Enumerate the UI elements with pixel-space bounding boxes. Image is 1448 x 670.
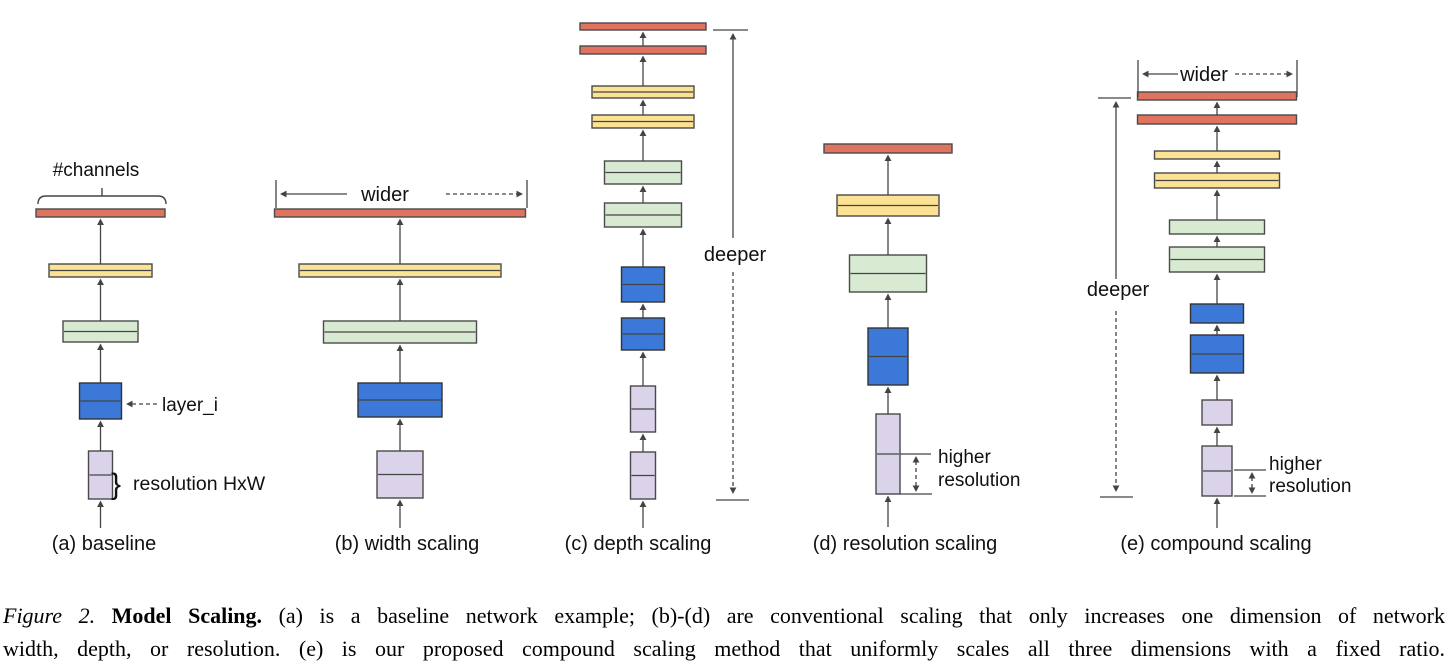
flow-arrowhead <box>396 344 404 351</box>
flow-arrowhead <box>97 420 104 427</box>
diagram-caption-c: (c) depth scaling <box>565 533 712 555</box>
block-blue <box>1189 303 1245 324</box>
deeper-label: deeper <box>704 244 767 266</box>
block-purple <box>1201 399 1233 426</box>
block-red <box>579 22 707 31</box>
resolution-span-arrow-head-bottom <box>912 485 920 492</box>
flow-arrowhead <box>884 293 892 300</box>
flow-arrowhead <box>1213 273 1221 280</box>
flow-arrowhead <box>396 218 404 225</box>
caption-figure-number: Figure 2. <box>3 603 96 628</box>
flow-arrowhead <box>1213 160 1221 167</box>
wider-arrow-right-head <box>1286 70 1293 78</box>
wider-label: wider <box>360 184 409 206</box>
layer-label: layer_i <box>162 395 218 416</box>
model-scaling-figure: (a) baseline #channels layer_i} resolution … <box>35 22 1351 555</box>
resolution-label: resolution <box>938 470 1020 491</box>
flow-arrowhead <box>639 129 647 136</box>
flow-arrowhead <box>1213 235 1221 242</box>
block-green <box>1168 219 1266 235</box>
block-red <box>273 208 527 218</box>
block-red <box>1136 91 1298 101</box>
flow-arrowhead <box>639 31 647 38</box>
deeper-arrow-bottom-head <box>1112 485 1120 492</box>
channels-bracket <box>37 188 167 205</box>
flow-arrowhead <box>1213 426 1221 433</box>
resolution-span-arrow-head-top <box>1248 472 1256 479</box>
caption-line2-text: width, depth, or resolution. (e) is our … <box>3 635 1445 661</box>
flow-arrowhead <box>97 343 104 350</box>
diagram-caption-a: (a) baseline <box>52 533 157 555</box>
diagram-caption-b: (b) width scaling <box>335 533 480 555</box>
flow-arrowhead <box>97 278 104 285</box>
resolution-brace: } <box>111 468 121 501</box>
deeper-arrow-bottom-head <box>729 487 737 494</box>
resolution-span-arrow-head-top <box>912 456 920 463</box>
input-arrowhead <box>396 499 404 506</box>
flow-arrowhead <box>884 386 892 393</box>
caption-line-2: width, depth, or resolution. (e) is our … <box>3 633 1445 666</box>
flow-arrowhead <box>639 55 647 62</box>
flow-arrowhead <box>639 351 647 358</box>
flow-arrowhead <box>396 418 404 425</box>
block-red <box>35 208 166 218</box>
higher-label: higher <box>1269 454 1322 475</box>
input-arrowhead <box>639 500 647 507</box>
resolution-label: resolution HxW <box>133 473 266 495</box>
channels-label: #channels <box>53 160 140 181</box>
flow-arrowhead <box>1213 189 1221 196</box>
input-arrowhead <box>1213 497 1221 504</box>
block-red <box>579 45 707 55</box>
higher-label: higher <box>938 447 991 468</box>
wider-arrow-left-head <box>1142 70 1149 78</box>
deeper-label: deeper <box>1087 279 1150 301</box>
flow-arrowhead <box>639 303 647 310</box>
flow-arrowhead <box>1213 324 1221 331</box>
flow-arrowhead <box>884 217 892 224</box>
resolution-label: resolution <box>1269 476 1351 497</box>
layer-pointer-arrow-head <box>126 400 133 408</box>
diagram-caption-d: (d) resolution scaling <box>813 533 998 555</box>
flow-arrowhead <box>884 154 892 161</box>
flow-arrowhead <box>639 228 647 235</box>
flow-arrowhead <box>396 278 404 285</box>
input-arrowhead <box>97 500 104 507</box>
block-red <box>823 143 953 154</box>
caption-line-1: Figure 2. Model Scaling. (a) is a baseli… <box>3 600 1445 633</box>
block-red <box>1136 114 1298 125</box>
wider-label: wider <box>1179 64 1228 86</box>
flow-arrowhead <box>1213 101 1221 108</box>
caption-title: Model Scaling. <box>111 603 263 628</box>
flow-arrowhead <box>639 185 647 192</box>
flow-arrowhead <box>639 99 647 106</box>
deeper-arrow-top-head <box>729 33 737 40</box>
flow-arrowhead <box>639 433 647 440</box>
block-yellow <box>1153 150 1281 160</box>
deeper-arrow-top-head <box>1112 101 1120 108</box>
resolution-span-arrow-head-bottom <box>1248 487 1256 494</box>
input-arrowhead <box>884 495 892 502</box>
flow-arrowhead <box>1213 125 1221 132</box>
wider-arrow-left-head <box>280 190 287 198</box>
wider-arrow-right-head <box>516 190 523 198</box>
flow-arrowhead <box>97 218 104 225</box>
figure-caption: Figure 2. Model Scaling. (a) is a baseli… <box>3 600 1445 665</box>
flow-arrowhead <box>1213 374 1221 381</box>
caption-line1-text: (a) is a baseline network example; (b)-(… <box>278 603 1445 628</box>
diagram-caption-e: (e) compound scaling <box>1120 533 1311 555</box>
